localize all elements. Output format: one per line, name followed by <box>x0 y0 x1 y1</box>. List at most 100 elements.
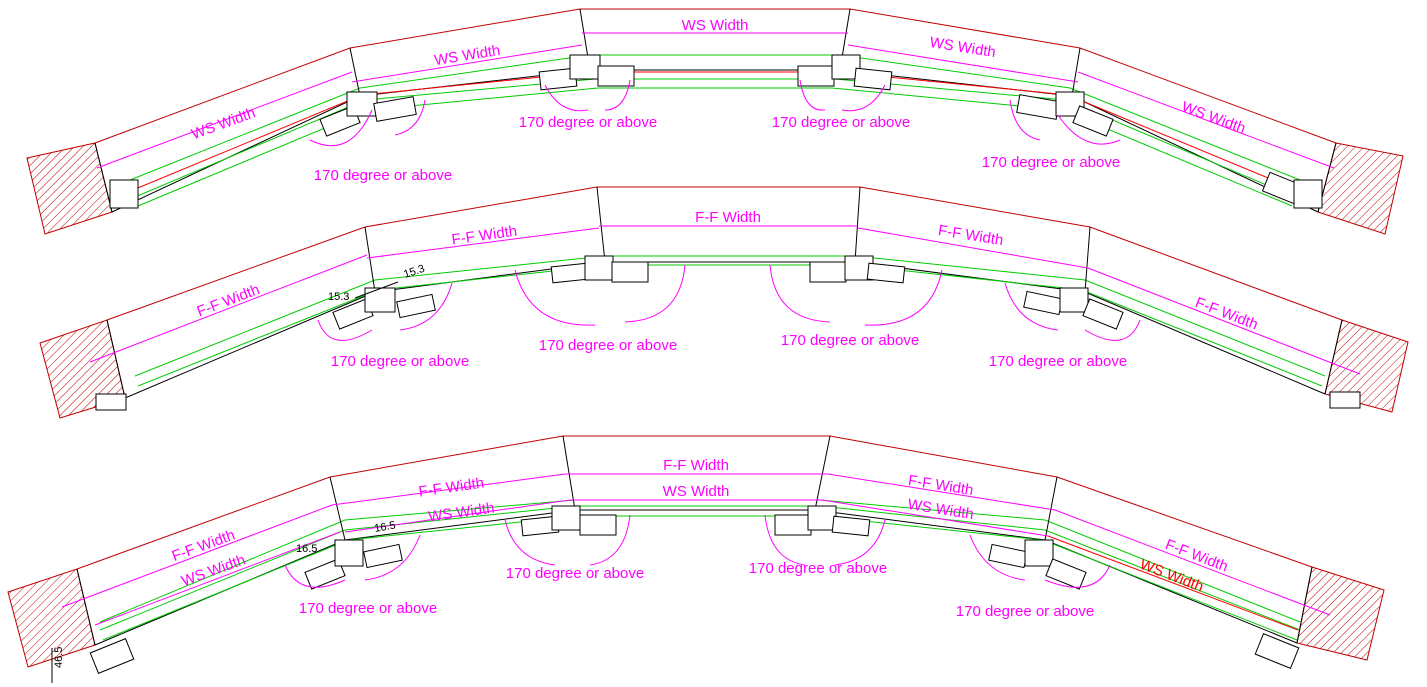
label-ff-width-3-2: F-F Width <box>418 475 486 501</box>
frame-3-4 <box>363 543 403 569</box>
edge-1b <box>349 47 361 97</box>
label-angle-1-1: 170 degree or above <box>314 167 452 184</box>
frame-2-6 <box>584 255 614 281</box>
dim-3-2a <box>331 473 566 506</box>
frame-3-14 <box>1254 633 1300 669</box>
dim-label-46-5: 46.5 <box>53 647 65 668</box>
angle-arc-2-8 <box>1084 319 1141 341</box>
outer-outline-1 <box>94 8 1337 144</box>
dim-1-4 <box>847 44 1079 83</box>
angle-arc-1-4 <box>604 79 631 111</box>
angle-arc-1-5 <box>799 79 826 111</box>
dim-3-5b <box>1047 535 1299 631</box>
label-ff-width-2-3: F-F Width <box>695 209 761 226</box>
label-ws-width-1-5: WS Width <box>1179 98 1247 137</box>
frame-1-6 <box>569 54 601 80</box>
edge-3b <box>329 476 346 541</box>
frame-2-1 <box>95 393 127 411</box>
dim-3-4b <box>821 499 1049 537</box>
angle-arc-1-6 <box>841 84 886 112</box>
dim-1-5 <box>1077 71 1335 169</box>
dim-2-2 <box>366 227 600 259</box>
frame-2-12 <box>1059 287 1089 313</box>
angle-arc-2-7 <box>1004 282 1059 331</box>
frame-1-13 <box>1072 105 1114 137</box>
angle-arc-1-7 <box>1009 99 1041 141</box>
label-ff-width-3-3: F-F Width <box>663 457 729 474</box>
dim-3-1a <box>61 504 333 608</box>
frame-1-4 <box>373 96 417 122</box>
angle-arc-2-2 <box>399 282 453 331</box>
frame-2-7 <box>611 261 649 283</box>
wall-right-3 <box>1296 566 1385 661</box>
edge-3e <box>1044 476 1058 541</box>
label-ff-width-2-4: F-F Width <box>937 222 1005 249</box>
frame-1-7 <box>597 65 635 87</box>
edge-2d <box>854 186 861 263</box>
label-angle-2-3: 170 degree or above <box>781 332 919 349</box>
wall-right-1 <box>1317 142 1404 235</box>
frame-2-13 <box>1082 298 1124 330</box>
label-ff-width-2-1: F-F Width <box>195 281 263 320</box>
glass-1a <box>129 54 1301 181</box>
label-angle-3-3: 170 degree or above <box>749 560 887 577</box>
angle-arc-3-4 <box>589 514 631 566</box>
label-angle-2-1: 170 degree or above <box>331 353 469 370</box>
frame-1-15 <box>1293 179 1323 209</box>
frame-3-9 <box>807 505 837 531</box>
angle-arc-2-3 <box>514 269 596 326</box>
diagram-2: F-F Width F-F Width F-F Width F-F Width … <box>39 186 1409 419</box>
label-ws-width-1-4: WS Width <box>928 34 997 61</box>
angle-arc-3-8 <box>1044 564 1111 588</box>
dim-label-15-3-b: 15.3 <box>402 263 426 281</box>
glass-2a <box>134 255 1326 377</box>
inner-outline-3 <box>94 509 1298 646</box>
angle-arc-1-3 <box>544 84 589 112</box>
label-ws-width-1-1: WS Width <box>189 104 257 143</box>
frame-3-1 <box>89 638 135 674</box>
angle-arc-3-3 <box>504 519 556 566</box>
label-angle-3-1: 170 degree or above <box>299 600 437 617</box>
frame-3-12 <box>1024 539 1054 567</box>
glass-2b <box>137 264 1323 387</box>
edge-2a <box>106 319 126 399</box>
frame-3-13 <box>1045 558 1087 590</box>
angle-arc-3-1 <box>284 564 346 588</box>
label-ws-width-3-3: WS Width <box>663 483 730 500</box>
label-ff-width-3-4: F-F Width <box>907 472 975 499</box>
wall-left-1 <box>26 142 113 235</box>
frame-2-3 <box>364 287 396 313</box>
angle-arc-2-6 <box>864 269 943 326</box>
dim-label-15-3-a: 15.3 <box>328 291 349 303</box>
angle-arc-3-6 <box>834 519 886 566</box>
frame-1-3 <box>346 91 378 117</box>
frame-1-10 <box>853 67 893 91</box>
angle-arc-1-2 <box>394 99 426 136</box>
frame-1-8 <box>797 65 835 87</box>
frame-2-5 <box>550 262 590 284</box>
diagram-1: WS Width WS Width WS Width WS Width WS W… <box>26 8 1404 235</box>
edge-2c <box>596 186 606 263</box>
label-angle-2-2: 170 degree or above <box>539 337 677 354</box>
angle-arc-2-5 <box>769 264 831 323</box>
frame-3-10 <box>831 515 871 537</box>
edge-2e <box>1084 226 1091 293</box>
dim-3-4a <box>827 473 1056 511</box>
frame-2-8 <box>809 261 847 283</box>
angle-arc-1-8 <box>1057 114 1121 145</box>
label-angle-3-2: 170 degree or above <box>506 565 644 582</box>
glass-3b <box>102 515 1298 641</box>
dim-2-small <box>354 281 399 299</box>
frame-2-10 <box>866 262 906 284</box>
label-ws-width-1-2: WS Width <box>433 42 502 69</box>
dim-2-1 <box>89 254 368 363</box>
label-ws-width-1-3: WS Width <box>682 17 749 34</box>
inner-outline-2 <box>124 261 1326 399</box>
edge-3a <box>76 568 96 646</box>
label-angle-1-3: 170 degree or above <box>772 114 910 131</box>
outer-outline-3 <box>76 435 1313 570</box>
redline-1 <box>132 71 1298 191</box>
edge-1a <box>94 142 113 213</box>
dim-1-1 <box>96 71 353 169</box>
